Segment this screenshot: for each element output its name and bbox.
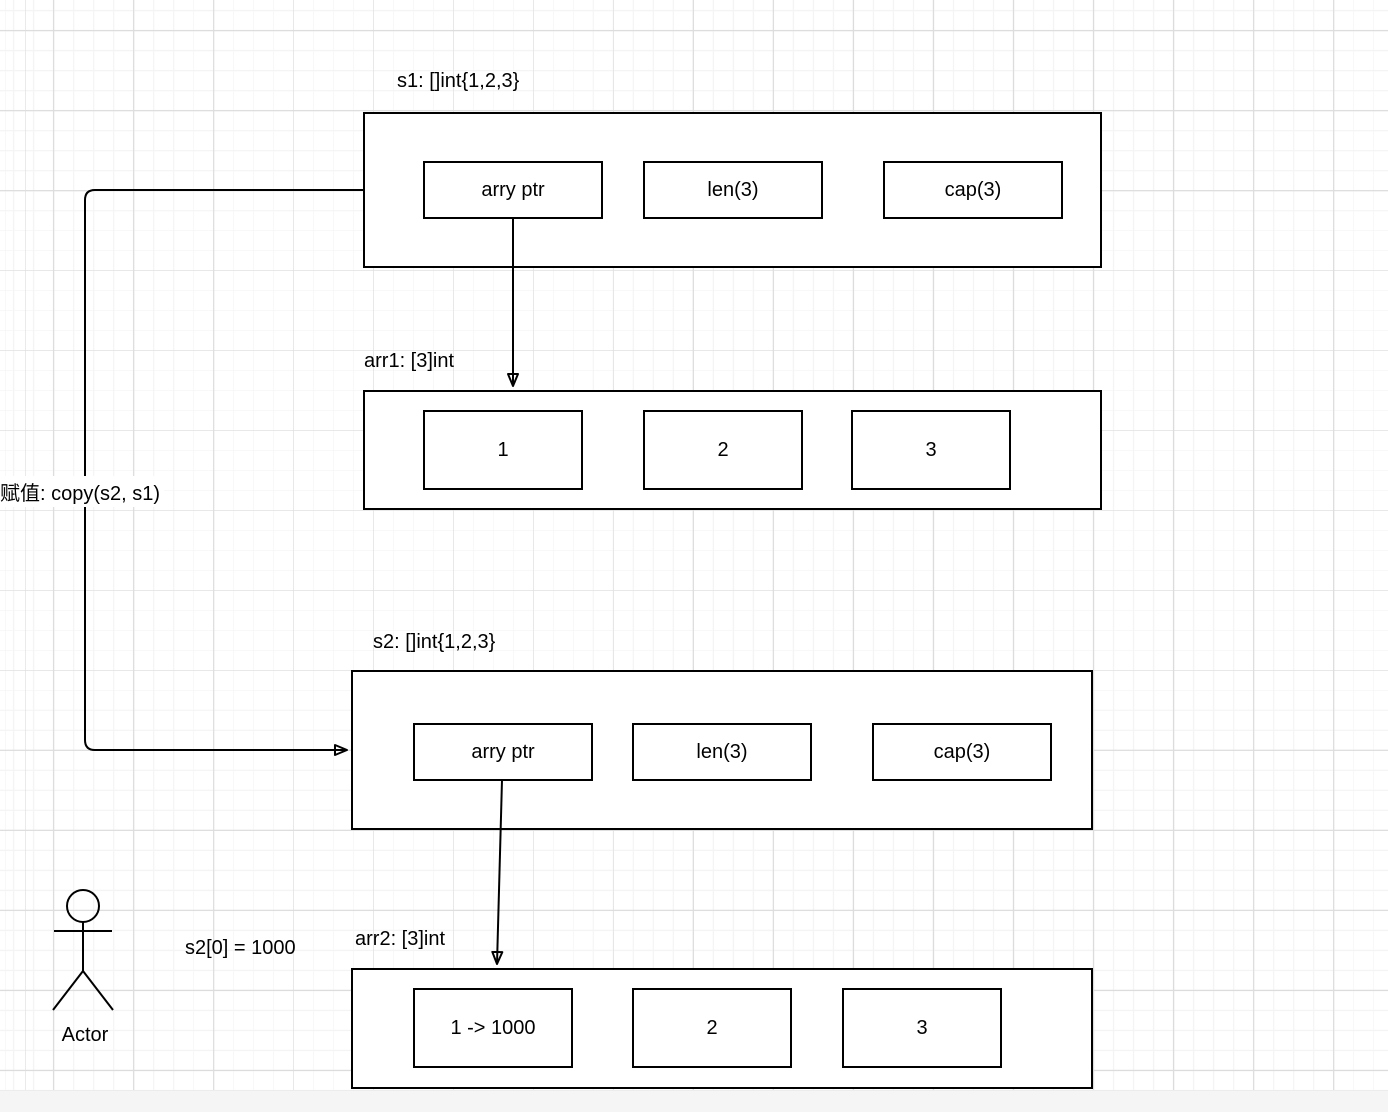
arr1-cell-2: 3 <box>851 410 1011 490</box>
s1-cell-arry-ptr: arry ptr <box>423 161 603 219</box>
actor-icon <box>52 889 114 1011</box>
arr2-box: 1 -> 1000 2 3 <box>351 968 1093 1089</box>
actor-label: Actor <box>61 1024 109 1046</box>
canvas-bottom-strip <box>0 1090 1388 1112</box>
s2-cell-cap: cap(3) <box>872 723 1052 781</box>
assignment-annotation: s2[0] = 1000 <box>185 937 296 959</box>
s2-cell-len: len(3) <box>632 723 812 781</box>
arr2-cell-2: 3 <box>842 988 1002 1068</box>
arr2-cell-1: 2 <box>632 988 792 1068</box>
arr1-cell-0: 1 <box>423 410 583 490</box>
arrow-copy-s1-to-s2 <box>84 189 363 756</box>
s2-box: arry ptr len(3) cap(3) <box>351 670 1093 830</box>
s2-cell-arry-ptr: arry ptr <box>413 723 593 781</box>
copy-annotation: 赋值: copy(s2, s1) <box>0 476 165 507</box>
arr1-box: 1 2 3 <box>363 390 1102 510</box>
s2-label: s2: []int{1,2,3} <box>373 631 496 653</box>
s1-cell-cap: cap(3) <box>883 161 1063 219</box>
arr1-label: arr1: [3]int <box>364 350 455 372</box>
arr1-cell-1: 2 <box>643 410 803 490</box>
s1-cell-len: len(3) <box>643 161 823 219</box>
s1-label: s1: []int{1,2,3} <box>397 70 520 92</box>
arr2-label: arr2: [3]int <box>355 928 446 950</box>
arr2-cell-0: 1 -> 1000 <box>413 988 573 1068</box>
s1-box: arry ptr len(3) cap(3) <box>363 112 1102 268</box>
